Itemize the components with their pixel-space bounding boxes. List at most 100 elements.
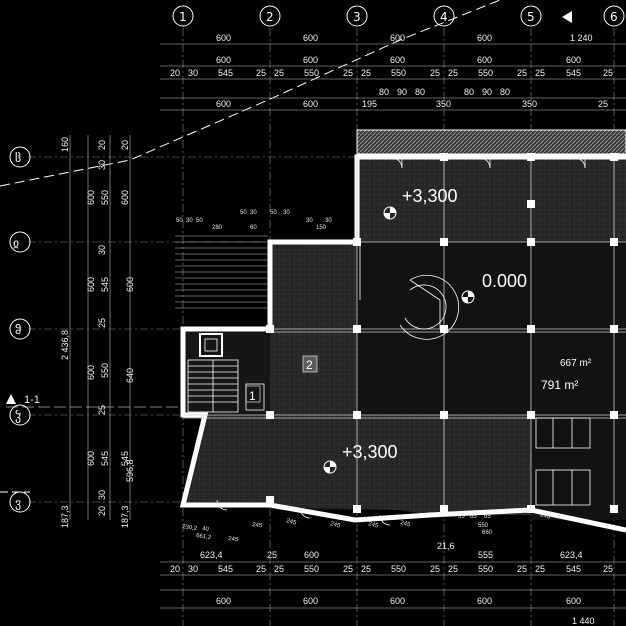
- svg-text:25: 25: [274, 68, 284, 78]
- svg-text:280: 280: [212, 225, 223, 231]
- level-lower: +3,300: [342, 442, 398, 462]
- axis-label-c: ჵ: [15, 323, 22, 337]
- svg-text:245: 245: [399, 520, 411, 529]
- svg-text:545: 545: [218, 564, 233, 574]
- svg-text:90: 90: [482, 87, 492, 97]
- svg-text:30: 30: [306, 218, 313, 224]
- svg-text:245: 245: [285, 518, 297, 527]
- svg-text:600: 600: [86, 277, 96, 292]
- svg-text:90: 90: [397, 87, 407, 97]
- stair-dimensions: 50 30 50 280 50 30 50 30 30 30 60 150: [176, 210, 332, 231]
- svg-text:187,3: 187,3: [120, 505, 130, 528]
- top-dimension-lines: [160, 43, 626, 111]
- axis-label-b: ჲ: [13, 236, 19, 250]
- section-mark-label: 1-1: [24, 394, 40, 406]
- svg-text:50: 50: [270, 210, 277, 216]
- svg-text:25: 25: [535, 564, 545, 574]
- svg-text:550: 550: [100, 190, 110, 205]
- svg-text:550: 550: [391, 564, 406, 574]
- svg-text:25: 25: [361, 68, 371, 78]
- dim-top-2b: 600: [303, 55, 318, 65]
- svg-text:660: 660: [482, 530, 493, 536]
- doors: [216, 157, 586, 526]
- svg-text:150: 150: [316, 225, 327, 231]
- roof-parapet: [356, 129, 626, 155]
- dim-top-row3: 20 30 545 25 25 550 25 25 550 25 25 550 …: [170, 68, 613, 78]
- section-arrow-icon: [562, 11, 572, 23]
- svg-text:30: 30: [186, 218, 193, 224]
- dim-total: 2 436,8: [60, 330, 70, 360]
- svg-text:600: 600: [566, 596, 581, 606]
- level-marker-icon: [461, 290, 475, 304]
- dim-bottom-extra: 1 440: [572, 616, 595, 626]
- svg-text:80: 80: [415, 87, 425, 97]
- section-mark-icon: [6, 394, 16, 404]
- svg-text:187,3: 187,3: [60, 505, 70, 528]
- svg-text:25: 25: [274, 564, 284, 574]
- dim-bottom-row1: 623,4 25 600 555 623,4: [200, 550, 583, 560]
- svg-text:550: 550: [478, 564, 493, 574]
- axis-label-6: 6: [610, 10, 618, 24]
- svg-text:160: 160: [60, 137, 70, 152]
- svg-text:600: 600: [86, 365, 96, 380]
- axis-label-e: ჳ: [15, 496, 21, 510]
- axis-label-2: 2: [266, 10, 274, 24]
- dim-left-col-c: 600 545 600 640 596,8 187,3: [120, 190, 135, 528]
- svg-text:600: 600: [125, 277, 135, 292]
- svg-text:30: 30: [283, 210, 290, 216]
- area-label-1: 667 m²: [560, 358, 592, 369]
- svg-text:25: 25: [448, 564, 458, 574]
- svg-text:195: 195: [362, 99, 377, 109]
- svg-text:545: 545: [566, 564, 581, 574]
- svg-text:245: 245: [228, 536, 239, 543]
- dim-top-2e: 600: [566, 55, 581, 65]
- dim-bottom-small: 21,6: [437, 541, 455, 551]
- svg-text:80: 80: [464, 87, 474, 97]
- bottom-dimension-lines: [160, 561, 626, 609]
- svg-text:30: 30: [97, 490, 107, 500]
- floor-area-left: [270, 242, 357, 415]
- svg-text:25: 25: [535, 68, 545, 78]
- wall-dimensions: 230,2 40 661,2 245 245 245 245 245 245 5…: [182, 512, 552, 543]
- svg-text:65: 65: [484, 514, 491, 520]
- level-upper: +3,300: [402, 186, 458, 206]
- dim-top-row4: 80 90 80 80 90 80: [379, 87, 510, 97]
- svg-text:600: 600: [86, 190, 96, 205]
- svg-text:600: 600: [477, 596, 492, 606]
- svg-text:640: 640: [125, 368, 135, 383]
- svg-text:550: 550: [478, 523, 489, 529]
- svg-text:25: 25: [517, 564, 527, 574]
- svg-text:25: 25: [361, 564, 371, 574]
- svg-text:600: 600: [216, 99, 231, 109]
- svg-text:20: 20: [97, 140, 107, 150]
- svg-text:20: 20: [170, 564, 180, 574]
- svg-text:350: 350: [436, 99, 451, 109]
- svg-text:30: 30: [188, 564, 198, 574]
- dim-top-1b: 600: [303, 33, 318, 43]
- svg-text:550: 550: [100, 363, 110, 378]
- svg-text:555: 555: [478, 550, 493, 560]
- svg-text:25: 25: [343, 564, 353, 574]
- svg-text:55: 55: [458, 514, 465, 520]
- dim-bottom-row2: 20 30 545 25 25 550 25 25 550 25 25 550 …: [170, 564, 613, 574]
- dim-left-col-a: 160 600 600 600 600 187,3: [60, 137, 96, 528]
- svg-text:545: 545: [100, 277, 110, 292]
- level-marker-icon: [323, 460, 337, 474]
- svg-text:661,2: 661,2: [196, 533, 212, 541]
- svg-text:25: 25: [97, 405, 107, 415]
- axis-label-4: 4: [440, 10, 448, 24]
- svg-text:550: 550: [478, 68, 493, 78]
- svg-text:600: 600: [86, 451, 96, 466]
- svg-text:30: 30: [250, 210, 257, 216]
- room-label-2: 2: [306, 358, 313, 372]
- svg-text:545: 545: [566, 68, 581, 78]
- svg-text:545: 545: [218, 68, 233, 78]
- svg-text:60: 60: [250, 225, 257, 231]
- svg-text:600: 600: [120, 190, 130, 205]
- left-dimension-lines: [69, 135, 131, 520]
- dim-top-2a: 600: [216, 55, 231, 65]
- columns: [266, 153, 618, 513]
- svg-text:25: 25: [256, 564, 266, 574]
- svg-text:25: 25: [97, 318, 107, 328]
